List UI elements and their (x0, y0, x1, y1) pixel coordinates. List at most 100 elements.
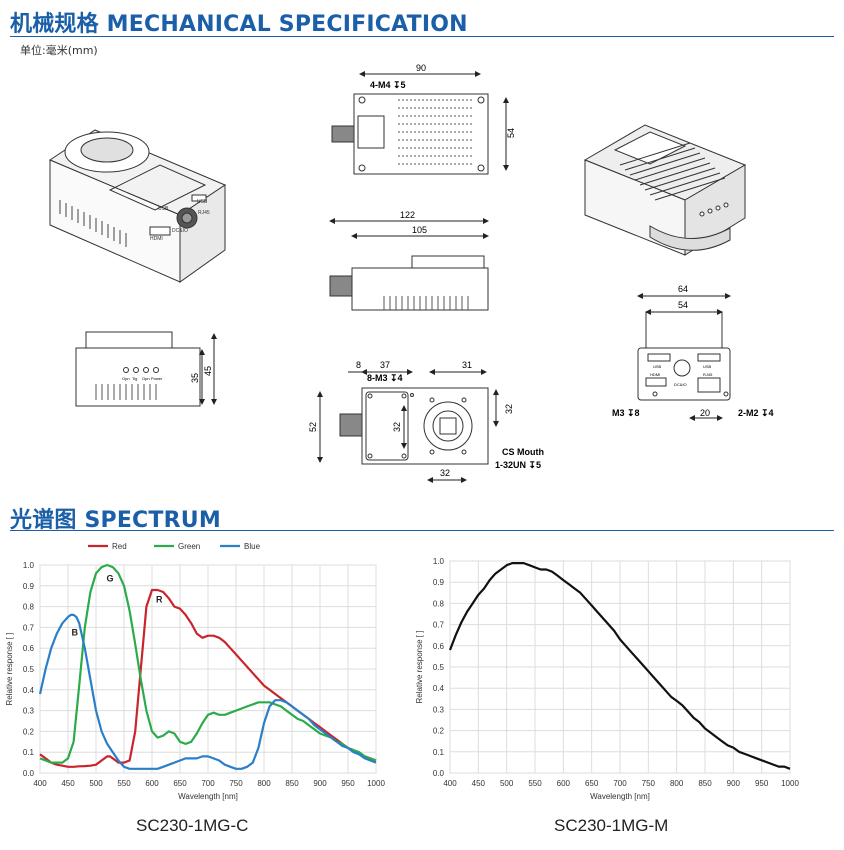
x-tick-label: 550 (117, 779, 131, 788)
x-tick-label: 650 (585, 779, 599, 788)
spectrum-chart-color: 400 450 500 550 600 650 700 750 800 850 900 950 1000… (5, 542, 385, 801)
x-tick-label: 950 (341, 779, 355, 788)
y-tick-label: 0.5 (23, 665, 35, 674)
y-tick-label: 1.0 (433, 557, 445, 566)
iso-label-usb2: USB (197, 199, 208, 205)
unit-note: 单位:毫米(mm) (20, 44, 98, 57)
x-tick-label: 550 (528, 779, 542, 788)
iso-label-usb1: USB (158, 206, 169, 212)
front-dim-8: 8 (356, 360, 361, 370)
iso-label-rj45: RJ45 (198, 210, 210, 216)
y-tick-label: 0.4 (433, 684, 445, 693)
iso-camera-back (583, 124, 747, 256)
top-view-drawing (331, 71, 509, 175)
front-mount-note-1: CS Mouth (502, 447, 544, 457)
back-view-drawing (637, 293, 731, 421)
left-port-1: Opn (122, 376, 130, 381)
mechanical-drawings: USB HDMI DC&IO USB RJ45 90 54 4-M4 ↧5 (48, 63, 774, 483)
x-tick-label: 850 (285, 779, 299, 788)
back-port-dcio: DC&IO (674, 382, 687, 387)
x-tick-label: 600 (145, 779, 159, 788)
front-dim-52: 52 (308, 422, 318, 432)
y-tick-label: 0.8 (433, 599, 445, 608)
legend-label: Blue (244, 542, 261, 551)
legend-label: Green (178, 542, 200, 551)
left-port-3: Opn (142, 376, 150, 381)
x-tick-label: 1000 (781, 779, 799, 788)
x-tick-label: 400 (33, 779, 47, 788)
side-dim-overall: 122 (400, 210, 415, 220)
iso-camera-front (48, 129, 227, 283)
series-annotation: G (106, 574, 113, 584)
x-tick-label: 650 (173, 779, 187, 788)
back-port-usb1: USB (653, 364, 662, 369)
y-tick-label: 0.4 (23, 686, 35, 695)
y-tick-label: 0.9 (433, 578, 445, 587)
side-dim-body: 105 (412, 225, 427, 235)
back-port-usb2: USB (703, 364, 712, 369)
top-hole-note: 4-M4 ↧5 (370, 80, 406, 90)
y-tick-label: 0.2 (23, 727, 35, 736)
chart-caption-mono: SC230-1MG-M (554, 816, 669, 835)
spectrum-section-title: 光谱图 SPECTRUM (10, 508, 221, 533)
front-dim-32-bottom: 32 (440, 468, 450, 478)
y-axis-label: Relative response [ ] (5, 633, 14, 706)
top-dim-height: 54 (506, 128, 516, 138)
mechanical-divider (10, 36, 834, 37)
x-tick-label: 700 (613, 779, 627, 788)
left-view-drawing (75, 331, 217, 407)
y-tick-label: 0.9 (23, 582, 35, 591)
y-tick-label: 0.5 (433, 663, 445, 672)
x-tick-label: 800 (257, 779, 271, 788)
x-tick-label: 450 (61, 779, 75, 788)
y-tick-label: 0.6 (433, 642, 445, 651)
back-port-hdmi: HDMI (650, 372, 660, 377)
x-tick-label: 900 (727, 779, 741, 788)
iso-label-dcio: DC&IO (172, 228, 188, 234)
x-tick-label: 600 (557, 779, 571, 788)
front-mount-note-2: 1-32UN ↧5 (495, 460, 541, 470)
x-tick-label: 400 (443, 779, 457, 788)
left-dim-35: 35 (190, 373, 200, 383)
front-dim-37: 37 (380, 360, 390, 370)
y-tick-label: 0.7 (433, 621, 445, 630)
series-line-green (39, 563, 377, 764)
left-port-2: Tig (132, 376, 137, 381)
chart-caption-color: SC230-1MG-C (136, 816, 249, 835)
series-line-red (39, 588, 377, 768)
x-tick-label: 700 (201, 779, 215, 788)
x-tick-label: 850 (698, 779, 712, 788)
y-tick-label: 0.3 (23, 707, 35, 716)
x-tick-label: 450 (472, 779, 486, 788)
y-tick-label: 0.6 (23, 644, 35, 653)
iso-label-hdmi: HDMI (150, 236, 163, 242)
x-tick-label: 900 (313, 779, 327, 788)
y-tick-label: 0.8 (23, 603, 35, 612)
series-line-response (448, 562, 791, 770)
mechanical-section-title: 机械规格 MECHANICAL SPECIFICATION (10, 12, 468, 37)
x-axis-label: Wavelength [nm] (178, 792, 238, 801)
side-view-drawing (329, 218, 489, 311)
series-annotation: R (156, 594, 163, 604)
legend-label: Red (112, 542, 127, 551)
left-port-4: Power (151, 376, 163, 381)
y-tick-label: 0.2 (433, 727, 445, 736)
back-dim-64: 64 (678, 284, 688, 294)
y-tick-label: 0.3 (433, 705, 445, 714)
spectrum-divider (10, 530, 834, 531)
x-tick-label: 500 (89, 779, 103, 788)
front-view-drawing (317, 369, 499, 483)
y-tick-label: 0.1 (23, 748, 35, 757)
y-tick-label: 0.0 (433, 769, 445, 778)
back-note-right: 2-M2 ↧4 (738, 408, 774, 418)
x-tick-label: 750 (229, 779, 243, 788)
x-tick-label: 950 (755, 779, 769, 788)
front-dim-32-left: 32 (392, 422, 402, 432)
y-tick-label: 0.0 (23, 769, 35, 778)
x-tick-label: 500 (500, 779, 514, 788)
front-hole-note: 8-M3 ↧4 (367, 373, 403, 383)
y-tick-label: 0.1 (433, 748, 445, 757)
x-tick-label: 800 (670, 779, 684, 788)
x-tick-label: 1000 (367, 779, 385, 788)
